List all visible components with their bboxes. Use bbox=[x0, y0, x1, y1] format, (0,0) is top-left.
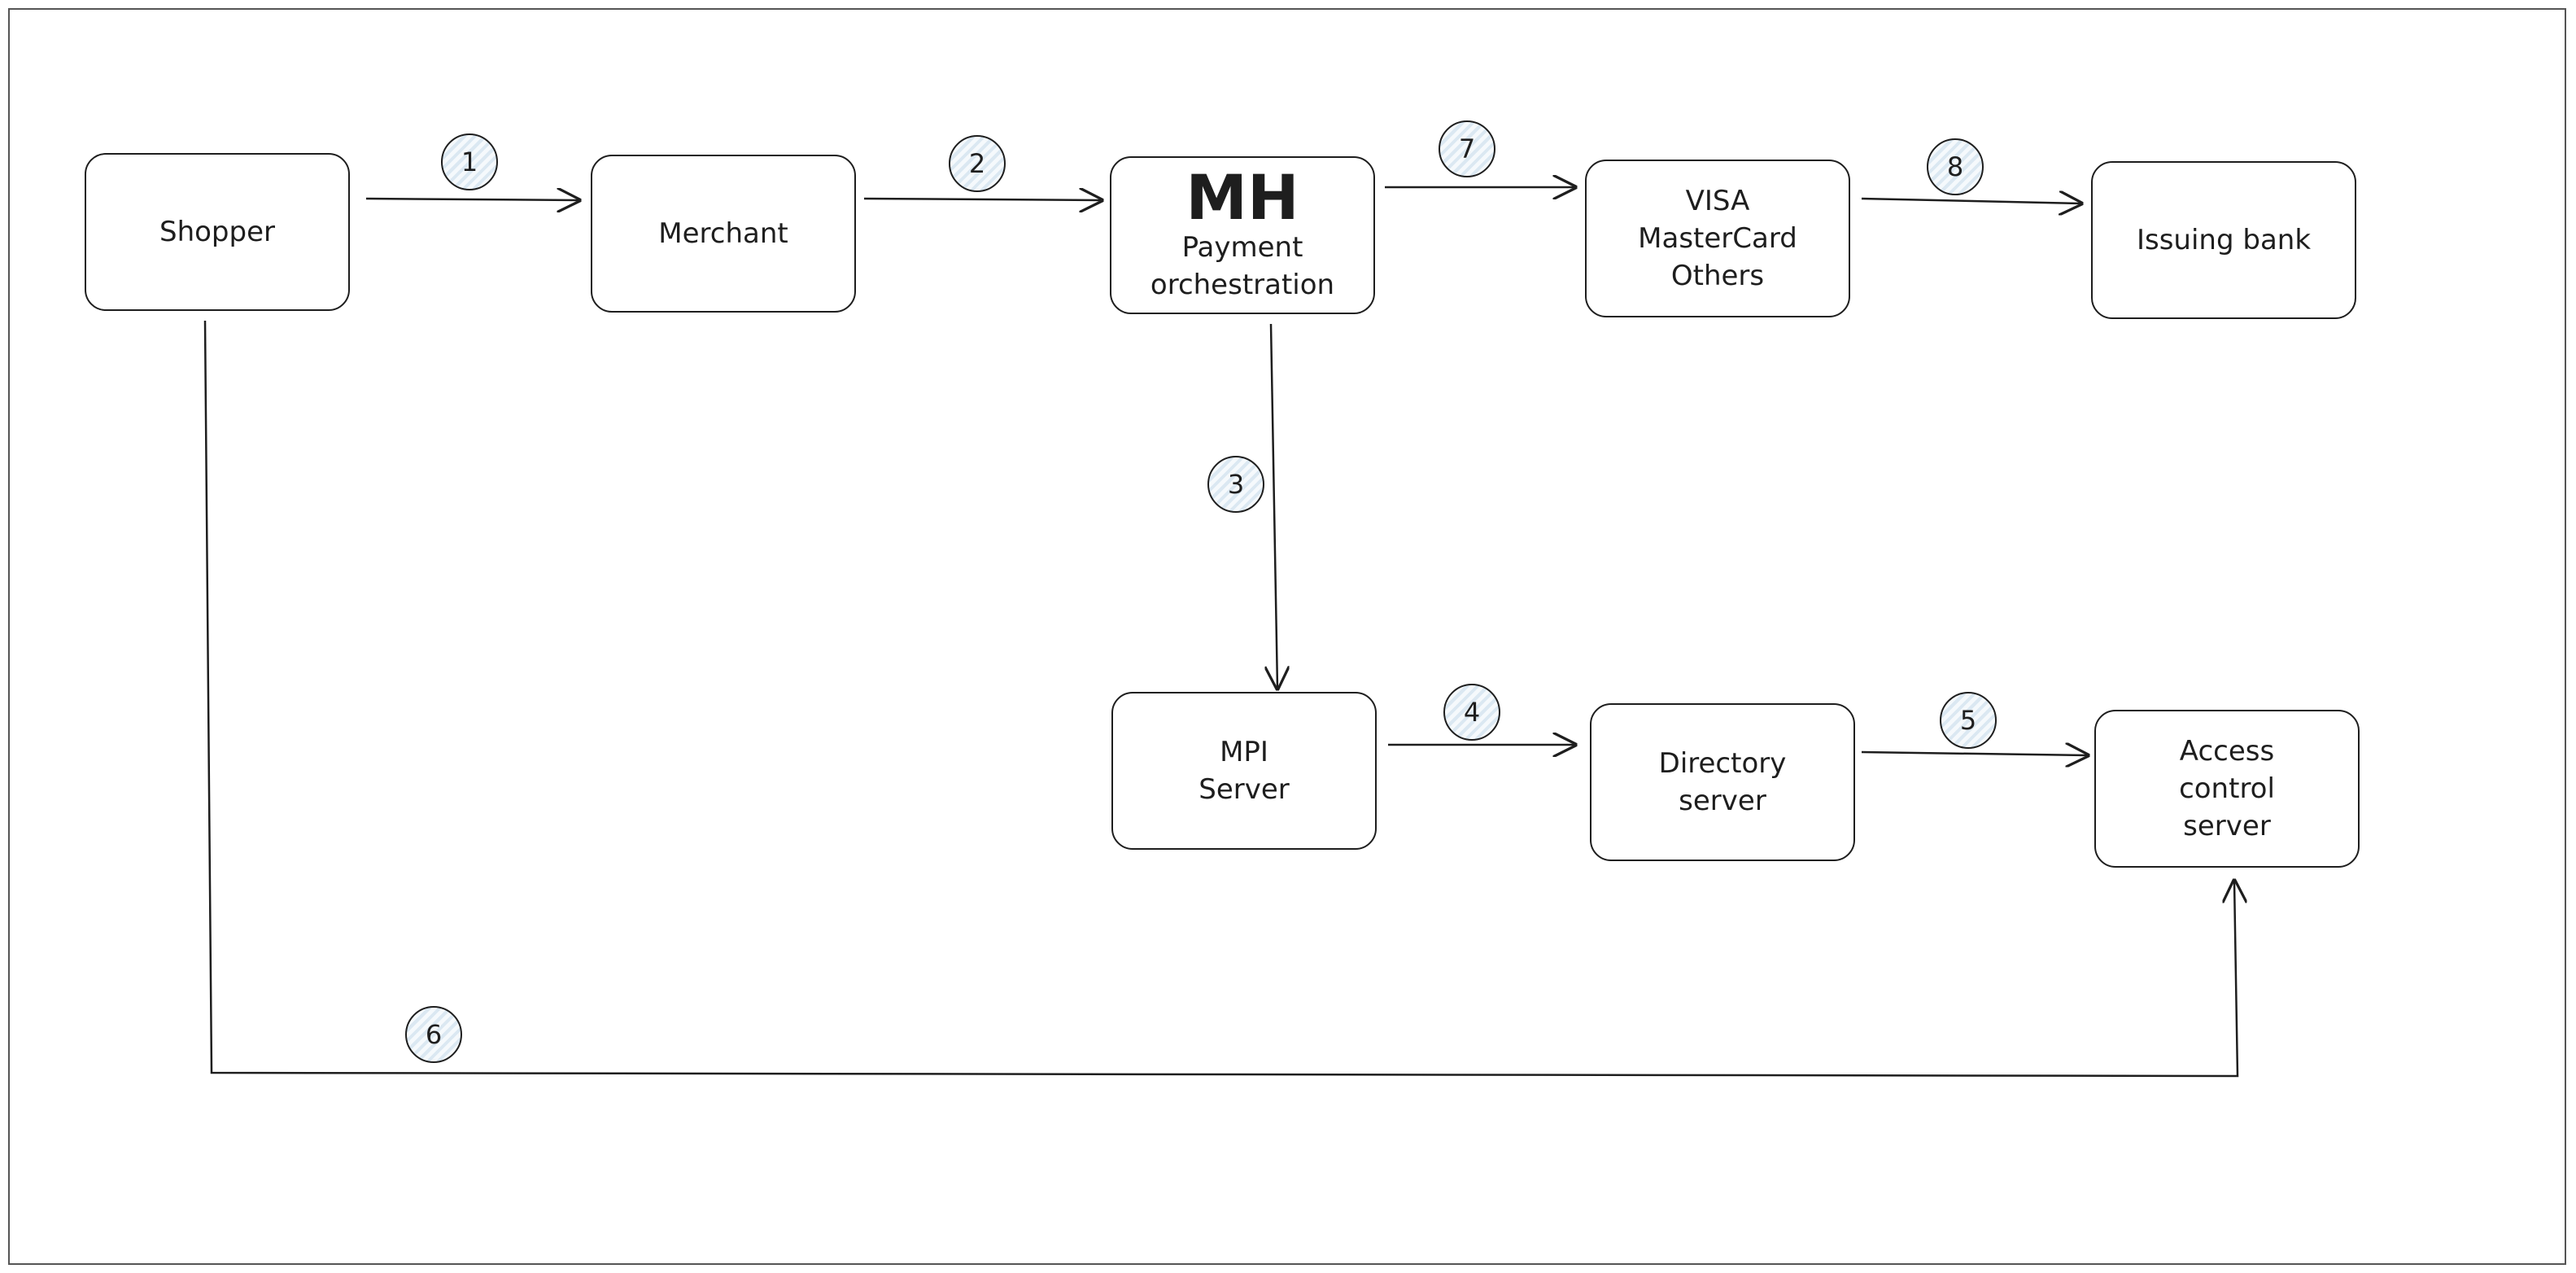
arrow-8-networks-to-bank bbox=[1861, 199, 2081, 203]
step-badge-3: 3 bbox=[1207, 456, 1264, 513]
directory-server-label: Directory server bbox=[1658, 747, 1787, 817]
canvas-frame bbox=[8, 8, 2566, 1265]
issuing-bank-node: Issuing bank bbox=[2091, 161, 2356, 319]
arrow-1-shopper-to-merchant bbox=[365, 199, 579, 200]
step-badge-1: 1 bbox=[441, 133, 498, 190]
access-control-server-node: Access control server bbox=[2094, 710, 2360, 868]
shopper-node: Shopper bbox=[85, 153, 350, 311]
shopper-label: Shopper bbox=[159, 216, 275, 248]
merchant-node: Merchant bbox=[591, 155, 856, 313]
step-badge-4: 4 bbox=[1443, 684, 1500, 741]
arrow-6-shopper-to-acs bbox=[203, 320, 2238, 1078]
directory-server-node: Directory server bbox=[1590, 703, 1855, 861]
card-networks-node: VISA MasterCard Others bbox=[1585, 160, 1850, 317]
step-badge-5: 5 bbox=[1940, 692, 1997, 749]
access-control-server-label: Access control server bbox=[2179, 735, 2275, 842]
arrow-2-merchant-to-orchestration bbox=[863, 199, 1102, 200]
step-badge-6: 6 bbox=[405, 1006, 462, 1063]
issuing-bank-label: Issuing bank bbox=[2136, 224, 2312, 256]
payment-orchestration-node: MH Payment orchestration bbox=[1110, 156, 1375, 314]
arrow-3-orchestration-to-mpi bbox=[1271, 323, 1277, 689]
mh-logo: MH bbox=[1185, 161, 1299, 234]
card-networks-label: VISA MasterCard Others bbox=[1638, 185, 1797, 292]
arrow-5-directory-to-acs bbox=[1861, 752, 2088, 755]
step-badge-8: 8 bbox=[1927, 138, 1984, 195]
payment-orchestration-label: Payment orchestration bbox=[1150, 231, 1335, 301]
merchant-label: Merchant bbox=[658, 217, 788, 250]
mpi-server-label: MPI Server bbox=[1198, 736, 1290, 806]
step-badge-2: 2 bbox=[949, 135, 1006, 192]
step-badge-7: 7 bbox=[1439, 120, 1495, 177]
mpi-server-node: MPI Server bbox=[1111, 692, 1377, 850]
